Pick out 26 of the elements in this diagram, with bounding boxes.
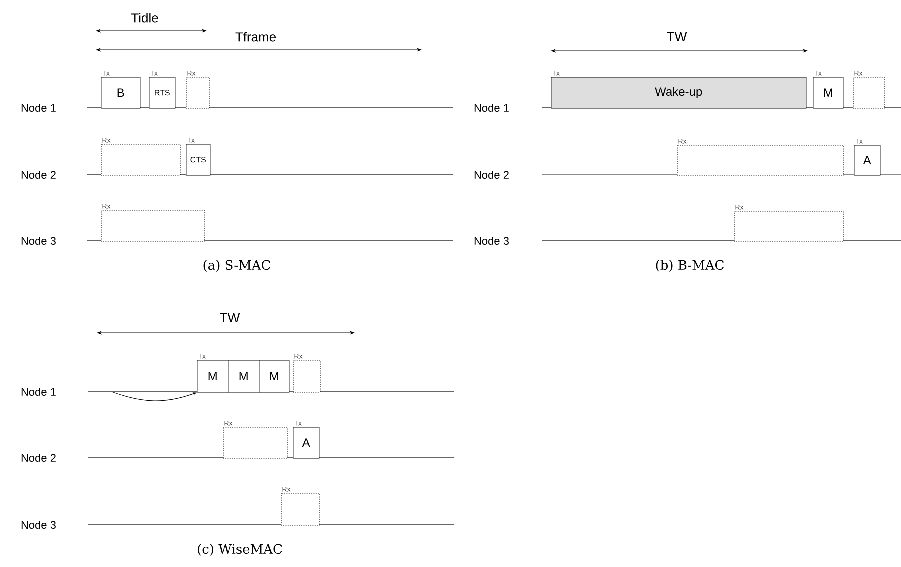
- packet-box: A: [293, 427, 320, 459]
- packet-box: M: [813, 77, 844, 109]
- subfigure-caption: (b) B-MAC: [656, 260, 724, 272]
- row-label: Node 2: [22, 170, 56, 180]
- packet-box: M: [259, 360, 290, 393]
- duration-label: TW: [220, 314, 240, 322]
- duration-label: Tidle: [131, 13, 158, 23]
- row-label: Node 1: [22, 388, 56, 396]
- subfigure-caption: (c) WiseMAC: [198, 544, 282, 556]
- row-label: Node 2: [22, 454, 56, 462]
- row-label: Node 3: [22, 236, 56, 246]
- duration-label: TW: [667, 32, 688, 42]
- subfigure-caption: (a) S-MAC: [204, 260, 270, 272]
- packet-box: M: [228, 360, 260, 393]
- row-label: Node 3: [22, 520, 56, 530]
- row-label: Node 2: [474, 170, 509, 180]
- packet-box: RTS: [149, 77, 176, 109]
- packet-box: M: [197, 360, 229, 393]
- packet-box: A: [854, 145, 881, 176]
- row-label: Node 3: [474, 236, 509, 246]
- row-label: Node 1: [22, 104, 56, 112]
- packet-box: B: [101, 77, 141, 109]
- row-label: Node 1: [474, 104, 509, 112]
- packet-box: CTS: [186, 144, 211, 176]
- duration-label: Tframe: [236, 32, 276, 42]
- packet-box: Wake-up: [551, 77, 807, 109]
